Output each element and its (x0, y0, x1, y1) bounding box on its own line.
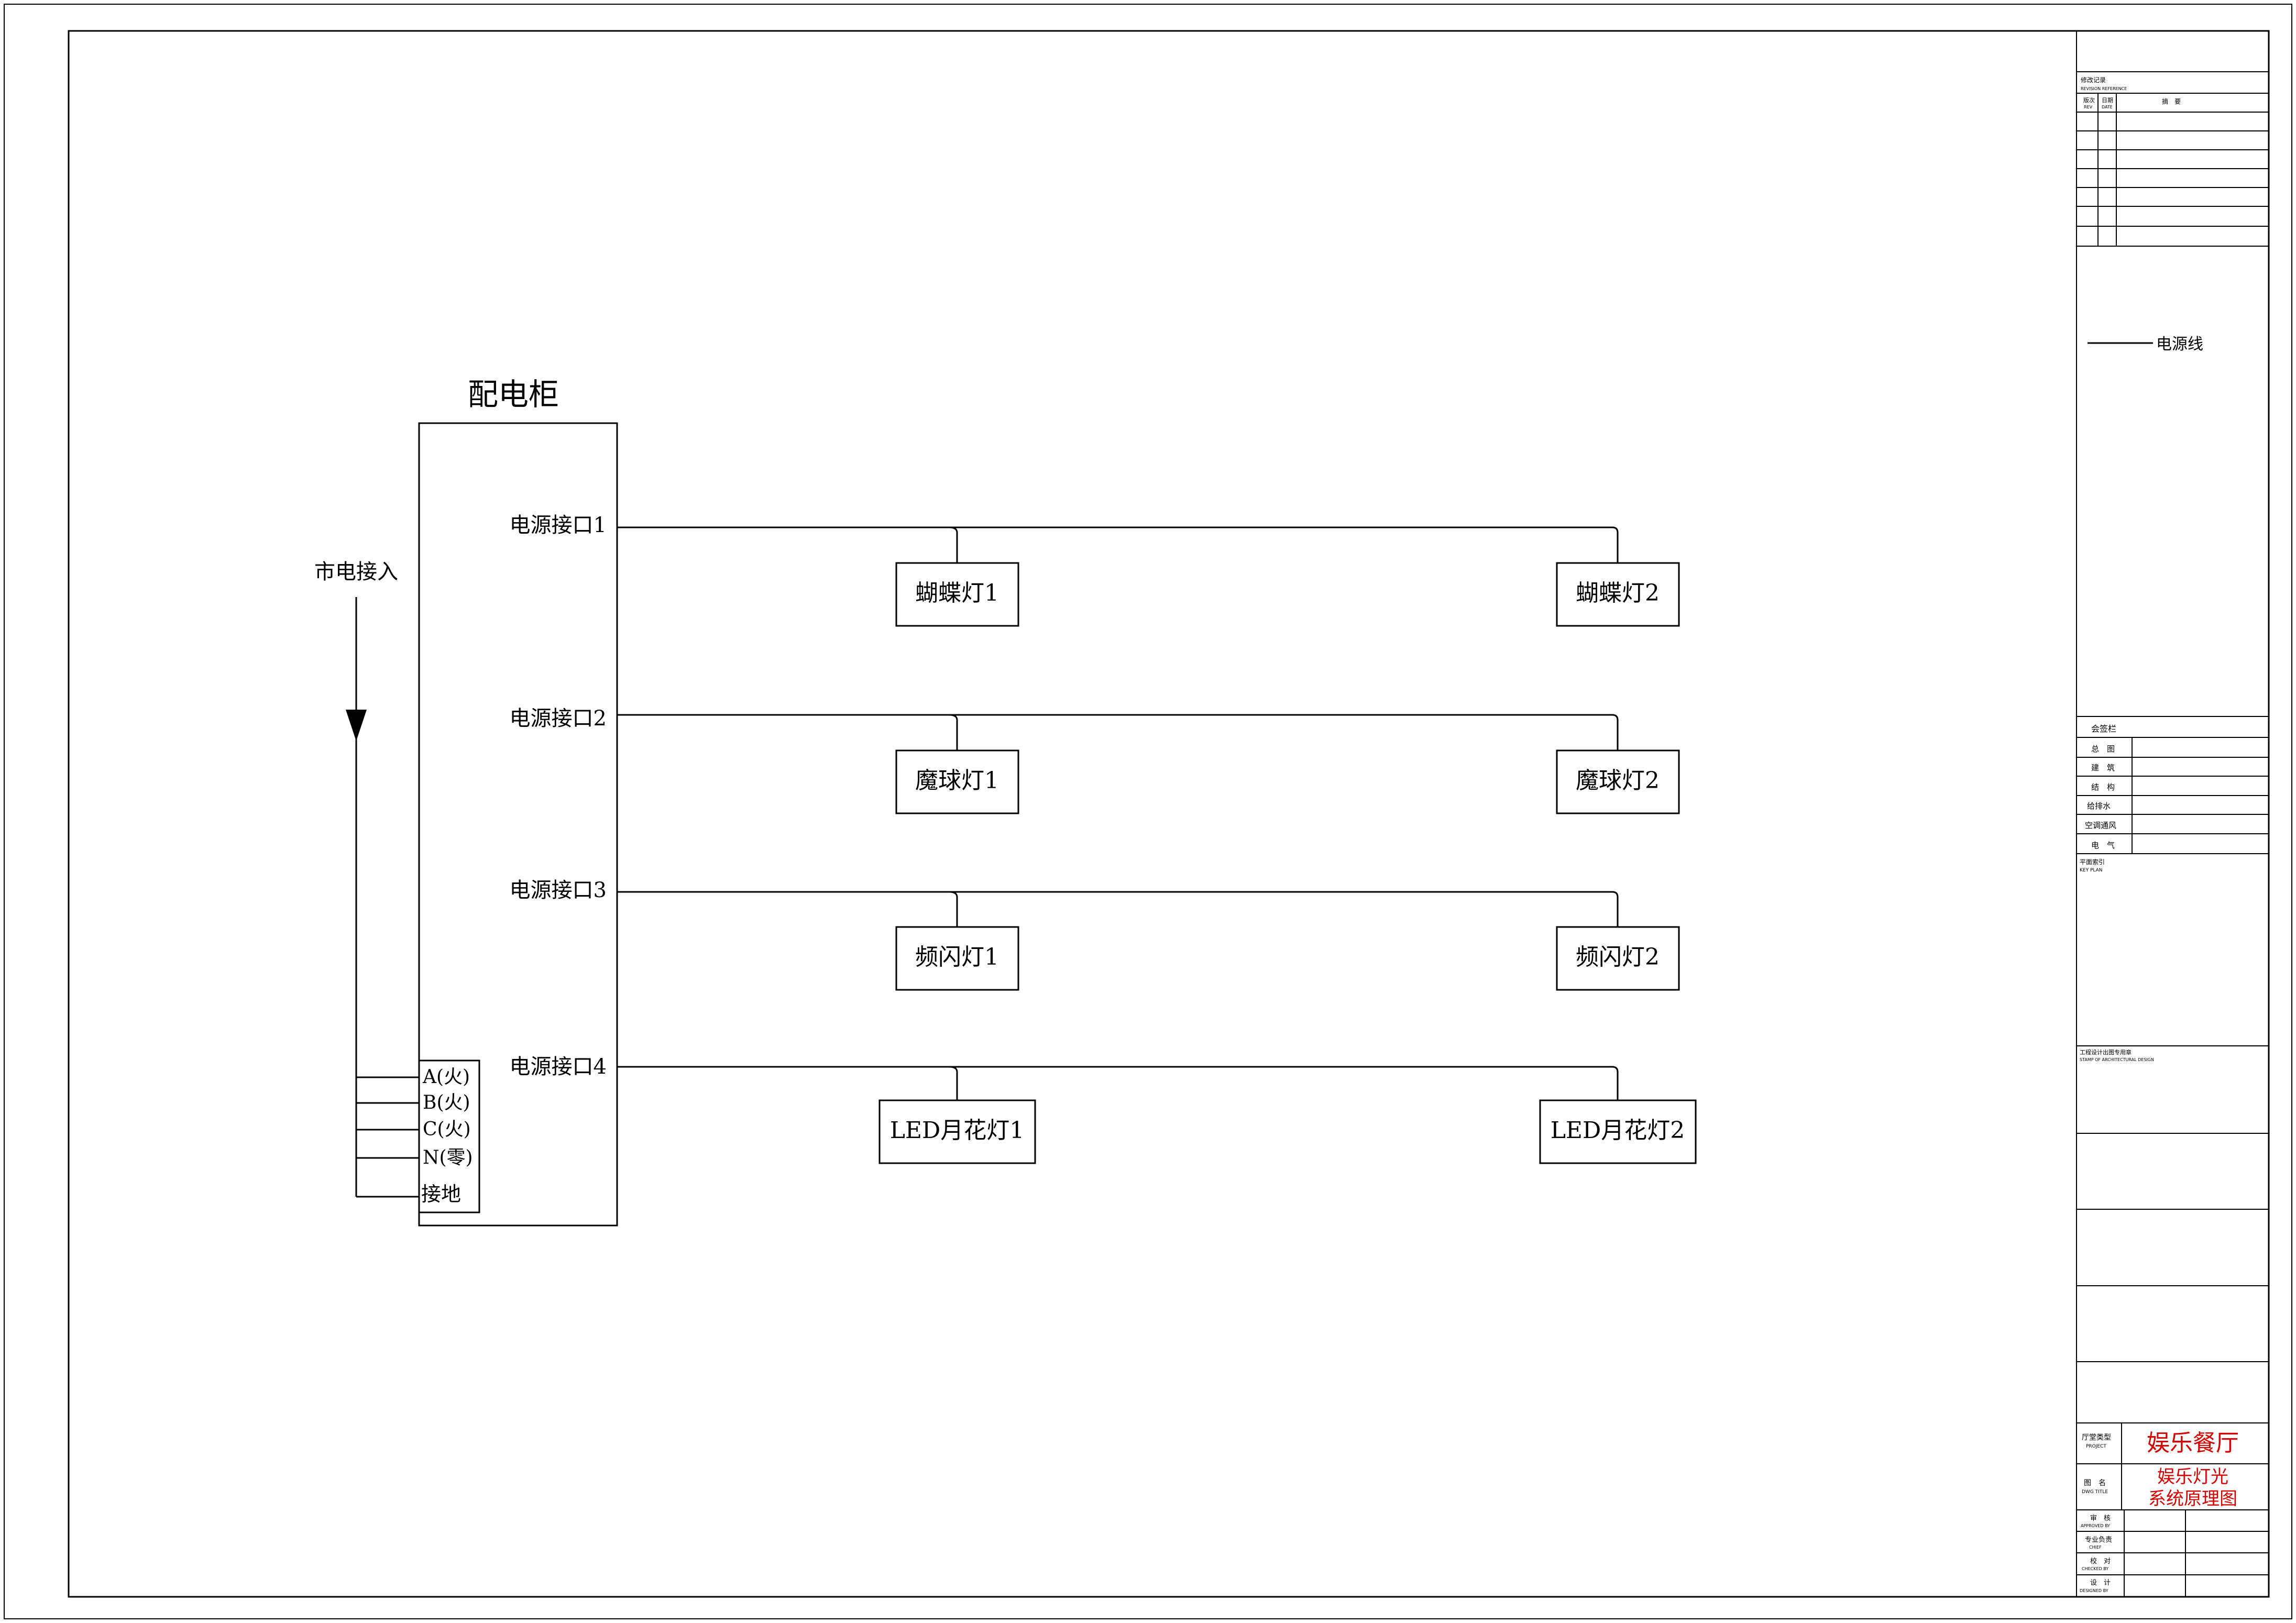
mains-input: 市电接入 (314, 560, 419, 1198)
revision-header: 修改记录 (2081, 76, 2106, 84)
designed-by-label-en: DESIGNED BY (2080, 1588, 2108, 1593)
signoff-header: 会签栏 (2091, 724, 2116, 734)
date-column-en: DATE (2102, 105, 2113, 109)
date-column: 日期 (2102, 97, 2113, 104)
checked-by-label: 校 对 (2090, 1557, 2111, 1565)
terminal-c-phase: C(火) (423, 1119, 471, 1140)
led-moonflower-lamp-1-box (878, 1099, 1036, 1164)
design-stamp-label-en: STAMP OF ARCHITECTURAL DESIGN (2080, 1057, 2154, 1062)
power-line-legend-label: 电源线 (2156, 335, 2203, 354)
terminal-neutral: N(零) (423, 1147, 473, 1168)
magic-ball-lamp-1-box (895, 749, 1019, 814)
drawing-title-line-2: 系统原理图 (2148, 1488, 2237, 1509)
power-port-4-label: 电源接口4 (510, 1055, 607, 1079)
discipline-general: 总 图 (2091, 744, 2115, 754)
power-port-2-label: 电源接口2 (510, 706, 607, 731)
key-plan-label-en: KEY PLAN (2080, 868, 2102, 873)
mains-arrow-icon (346, 710, 367, 741)
drawing-title-label-en: DWG TITLE (2082, 1489, 2108, 1495)
terminal-a-phase: A(火) (422, 1066, 470, 1088)
terminal-b-phase: B(火) (423, 1092, 470, 1113)
title-block: 修改记录 REVISION REFERENCE 版次 REV 日期 DATE 摘… (2076, 31, 2269, 1597)
rev-column: 版次 (2083, 96, 2095, 104)
circuit-4: LED月花灯1 LED月花灯2 (617, 1066, 1697, 1164)
rev-column-en: REV (2084, 105, 2093, 109)
checked-by-label-en: CHECKED BY (2082, 1566, 2108, 1571)
outer-sheet-border (4, 4, 2292, 1619)
magic-ball-lamp-2-label: 魔球灯2 (1576, 767, 1660, 794)
butterfly-lamp-2-box (1556, 562, 1680, 627)
mains-input-label: 市电接入 (314, 560, 398, 584)
remarks-column: 摘 要 (2162, 97, 2181, 105)
drawing-title-label: 图 名 (2084, 1479, 2106, 1487)
drawing-title-line-1: 娱乐灯光 (2157, 1466, 2228, 1487)
strobe-lamp-1-box (895, 926, 1019, 991)
strobe-lamp-2-box (1556, 926, 1680, 991)
approved-by-label-en: APPROVED BY (2081, 1523, 2110, 1528)
discipline-hvac: 空调通风 (2085, 821, 2116, 830)
key-plan-label: 平面索引 (2080, 858, 2105, 866)
butterfly-lamp-2-label: 蝴蝶灯2 (1576, 580, 1660, 606)
designed-by-label: 设 计 (2090, 1579, 2111, 1587)
cabinet-box (418, 422, 618, 1227)
magic-ball-lamp-1-label: 魔球灯1 (915, 767, 999, 794)
project-label-en: PROJECT (2086, 1444, 2106, 1449)
distribution-cabinet: 配电柜 电源接口1 电源接口2 电源接口3 电源接口4 A(火) B(火) C(… (418, 377, 618, 1227)
terminal-ground: 接地 (421, 1183, 461, 1206)
project-name: 娱乐餐厅 (2147, 1430, 2239, 1456)
circuit-3: 频闪灯1 频闪灯2 (617, 891, 1680, 991)
led-moonflower-lamp-1-label: LED月花灯1 (890, 1117, 1025, 1144)
discipline-architecture: 建 筑 (2091, 763, 2115, 772)
chief-label-en: CHIEF (2089, 1545, 2102, 1550)
butterfly-lamp-1-label: 蝴蝶灯1 (915, 580, 999, 606)
strobe-lamp-2-label: 频闪灯2 (1576, 944, 1660, 970)
circuit-1: 蝴蝶灯1 蝴蝶灯2 (617, 526, 1680, 627)
chief-label: 专业负责 (2085, 1536, 2112, 1544)
revision-header-en: REVISION REFERENCE (2081, 86, 2127, 91)
power-port-1-label: 电源接口1 (510, 513, 607, 537)
butterfly-lamp-1-box (895, 562, 1019, 627)
power-port-3-label: 电源接口3 (510, 878, 607, 902)
led-moonflower-lamp-2-label: LED月花灯2 (1551, 1117, 1685, 1144)
discipline-electrical: 电 气 (2091, 841, 2115, 850)
drawing-frame (68, 30, 2270, 1598)
approved-by-label: 审 核 (2090, 1515, 2111, 1522)
cabinet-title: 配电柜 (468, 377, 559, 412)
discipline-structure: 结 构 (2091, 782, 2115, 792)
design-stamp-label: 工程设计出图专用章 (2080, 1048, 2132, 1056)
terminal-block (418, 1059, 480, 1213)
magic-ball-lamp-2-box (1556, 749, 1680, 814)
led-moonflower-lamp-2-box (1539, 1099, 1697, 1164)
project-label: 厅堂类型 (2082, 1433, 2111, 1442)
strobe-lamp-1-label: 频闪灯1 (915, 944, 999, 970)
circuit-2: 魔球灯1 魔球灯2 (617, 714, 1680, 814)
discipline-plumbing: 给排水 (2087, 801, 2111, 811)
